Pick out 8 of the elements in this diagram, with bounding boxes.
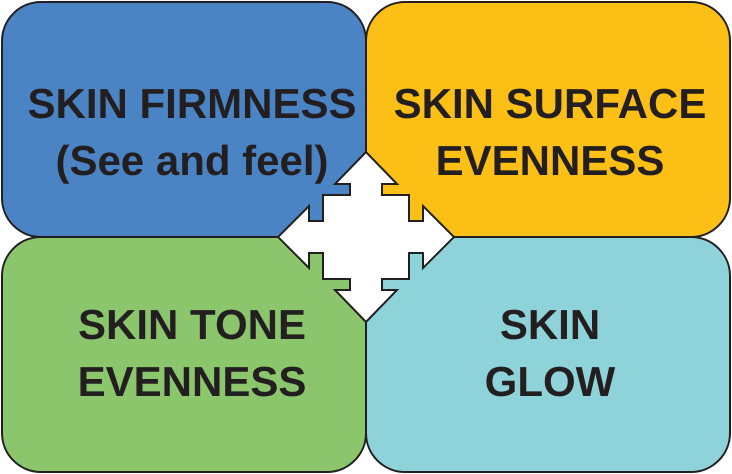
rounded-panel <box>1 1 367 238</box>
panel-title: SKIN SURFACE EVENNESS <box>392 79 708 186</box>
rounded-panel <box>365 236 731 473</box>
rounded-panel <box>1 236 367 473</box>
rounded-panel <box>365 1 731 238</box>
panel-title: SKIN TONE EVENNESS <box>76 300 308 407</box>
panel-title: SKIN FIRMNESS (See and feel) <box>26 79 358 186</box>
panel-title: SKIN GLOW <box>484 300 616 407</box>
